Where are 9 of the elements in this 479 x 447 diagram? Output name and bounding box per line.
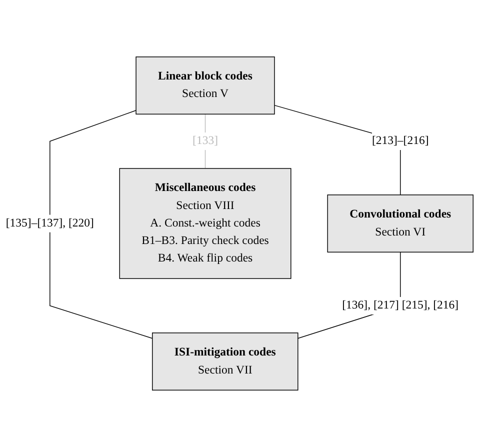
edge-label: [133] (192, 134, 218, 148)
edge-label: [136], [217] [215], [216] (342, 299, 459, 312)
node-box: Convolutional codes Section VI (327, 194, 474, 252)
node-box: Linear block codes Section V (136, 56, 275, 114)
edge-label: [135]–[137], [220] (6, 216, 94, 230)
connector (50, 110, 153, 339)
node-box: Miscellaneous codes Section VIII A. Const.-weight codes B1–B3. Parity check codes B4. Weak flip codes (119, 168, 292, 279)
edge-label: [213]–[216] (372, 134, 429, 148)
node-box: ISI-mitigation codes Section VII (152, 332, 298, 390)
